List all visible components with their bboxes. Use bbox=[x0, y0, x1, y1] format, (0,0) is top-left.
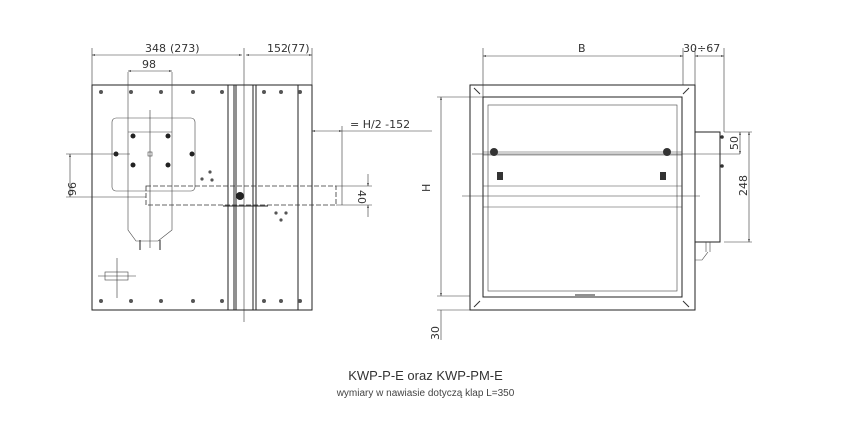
dim-b: B bbox=[578, 42, 586, 55]
front-view: B 30÷67 H 30 50 248 bbox=[420, 42, 752, 340]
dim-h: H bbox=[420, 184, 433, 192]
dim-offset: = H/2 -152 bbox=[350, 118, 410, 131]
dim-right-alt: (77) bbox=[287, 42, 310, 55]
side-view: 348 (273) 152 (77) 98 96 = H/2 -152 40 bbox=[65, 42, 432, 322]
dim-40: 40 bbox=[355, 190, 368, 204]
dim-right: 152 bbox=[267, 42, 288, 55]
dim-98: 98 bbox=[142, 58, 156, 71]
dim-total-alt: (273) bbox=[170, 42, 200, 55]
dim-248: 248 bbox=[737, 175, 750, 196]
dim-30: 30 bbox=[429, 326, 442, 340]
dim-96: 96 bbox=[65, 182, 78, 196]
drawing-note: wymiary w nawiasie dotyczą klap L=350 bbox=[336, 388, 515, 399]
dim-50: 50 bbox=[728, 136, 741, 150]
dim-total: 348 bbox=[145, 42, 166, 55]
drawing-title: KWP-P-E oraz KWP-PM-E bbox=[348, 368, 503, 383]
dim-actuator: 30÷67 bbox=[683, 42, 720, 55]
